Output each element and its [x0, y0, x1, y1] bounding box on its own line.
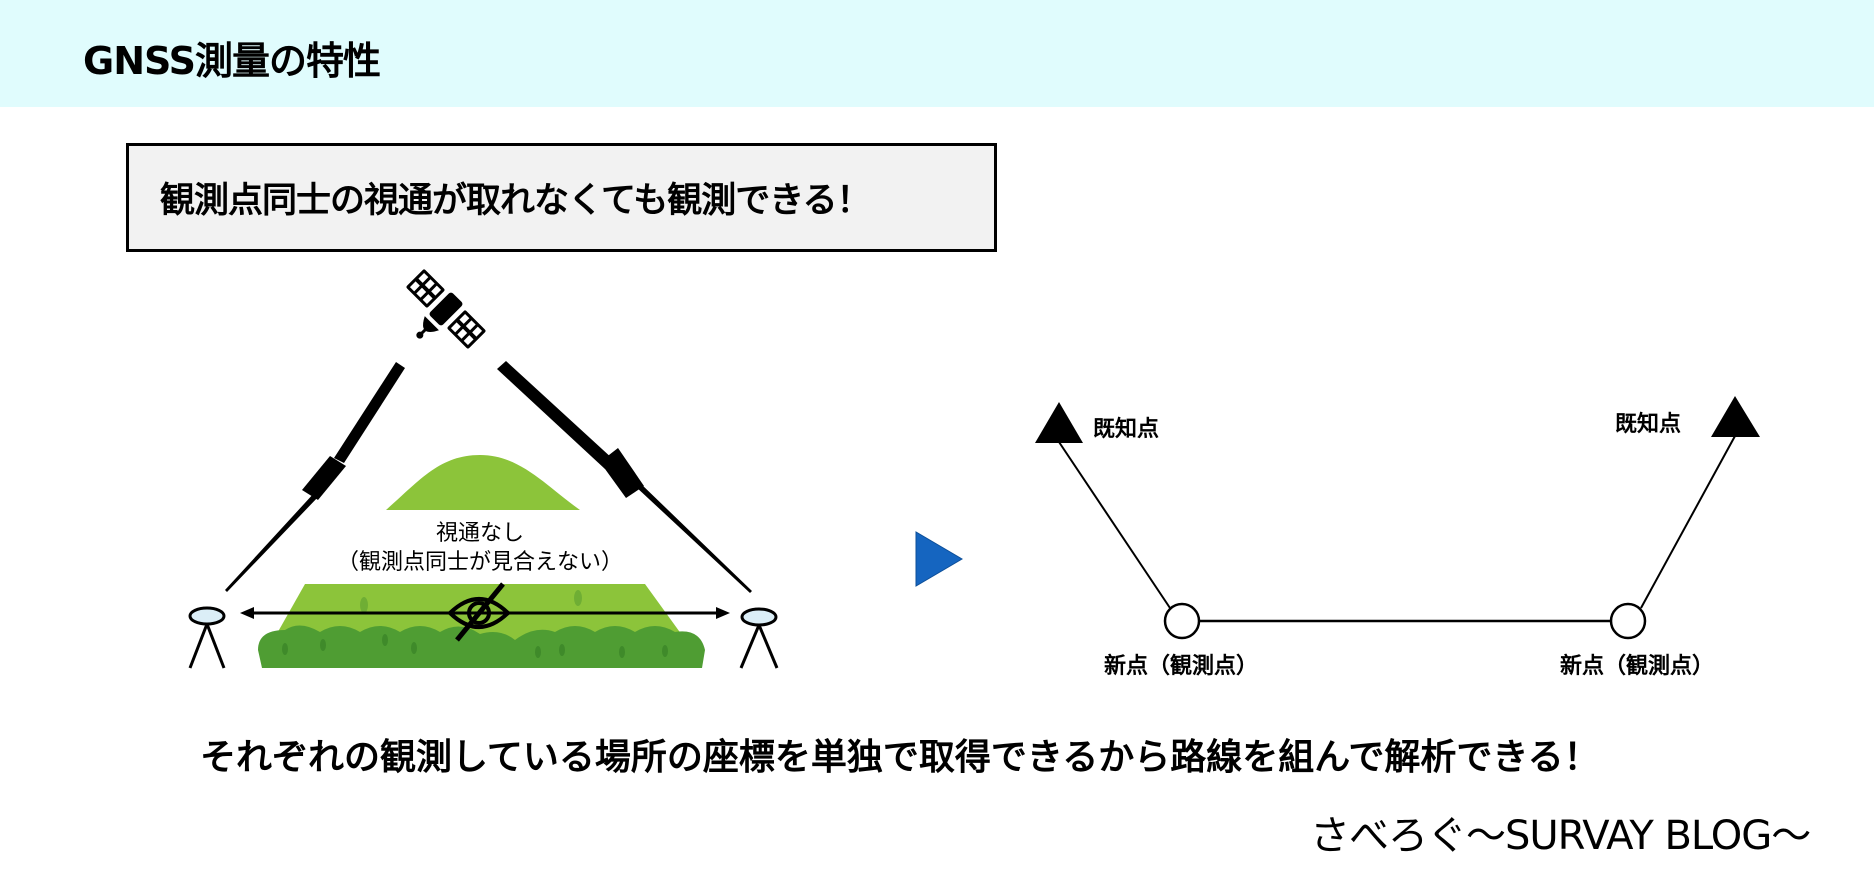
mountain-peak — [386, 455, 580, 510]
new-point-circle-icon — [1163, 602, 1201, 640]
header-band: GNSS測量の特性 — [0, 0, 1874, 107]
known-point-left-label: 既知点 — [1093, 416, 1159, 442]
lightning-bolt-icon — [225, 362, 405, 592]
blog-watermark: さべろぐ〜SURVAY BLOG〜 — [1310, 813, 1811, 859]
page-title: GNSS測量の特性 — [83, 39, 381, 83]
new-point-circle-icon — [1609, 602, 1647, 640]
traverse-line-left — [1058, 441, 1171, 609]
tripod-receiver-icon — [739, 607, 779, 669]
play-triangle-icon — [915, 531, 963, 587]
known-point-triangle-icon — [1035, 402, 1083, 443]
known-point-triangle-icon — [1711, 396, 1760, 437]
traverse-line-right — [1640, 435, 1736, 609]
bushes — [258, 625, 705, 668]
new-point-left-label: 新点（観測点） — [1104, 653, 1258, 679]
no-line-of-sight-label: 視通なし — [436, 521, 524, 546]
satellite-icon — [406, 269, 486, 349]
summary-text: それぞれの観測している場所の座標を単独で取得できるから路線を組んで解析できる！ — [200, 737, 1600, 778]
callout-box: 観測点同士の視通が取れなくても観測できる！ — [126, 143, 997, 252]
eye-slash-icon — [447, 582, 511, 642]
new-point-right-label: 新点（観測点） — [1560, 653, 1714, 679]
lightning-bolt-icon — [497, 361, 752, 593]
callout-text: 観測点同士の視通が取れなくても観測できる！ — [160, 181, 872, 221]
known-point-right-label: 既知点 — [1615, 411, 1681, 437]
no-line-of-sight-sublabel: （観測点同士が見合えない） — [337, 550, 623, 575]
line-of-sight-arrow — [240, 607, 730, 619]
tripod-receiver-icon — [188, 606, 226, 669]
